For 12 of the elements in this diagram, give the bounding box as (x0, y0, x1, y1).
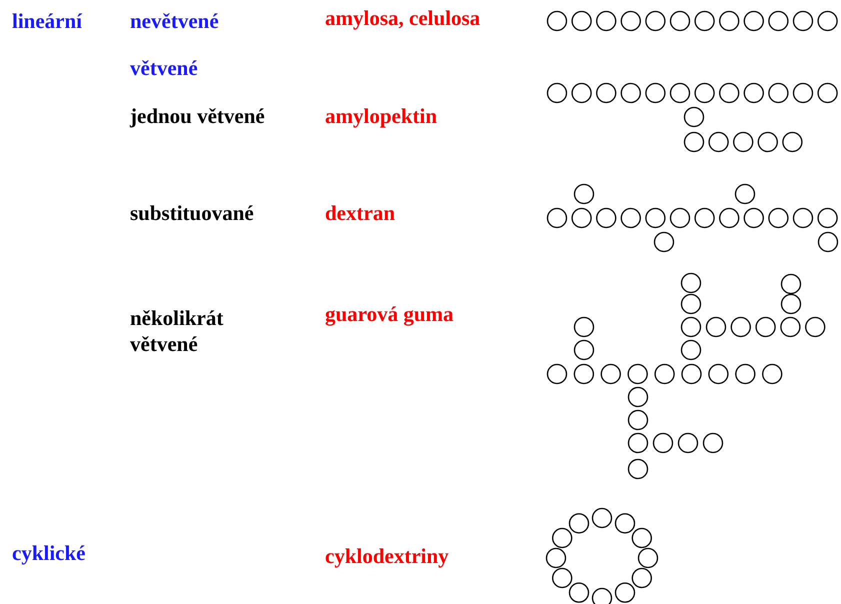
category-label: cyklické (12, 540, 86, 566)
subcategory-label: substituované (130, 200, 254, 226)
category-label: větvené (130, 55, 198, 81)
subcategory-label: několikrát větvené (130, 305, 224, 357)
example-label: cyklodextriny (325, 543, 449, 569)
example-label: dextran (325, 200, 395, 226)
category-label: nevětvené (130, 8, 219, 34)
example-label: guarová guma (325, 301, 454, 327)
example-label: amylopektin (325, 103, 438, 129)
subcategory-label: jednou větvené (130, 103, 265, 129)
example-label: amylosa, celulosa (325, 5, 480, 31)
category-label: lineární (12, 8, 82, 34)
